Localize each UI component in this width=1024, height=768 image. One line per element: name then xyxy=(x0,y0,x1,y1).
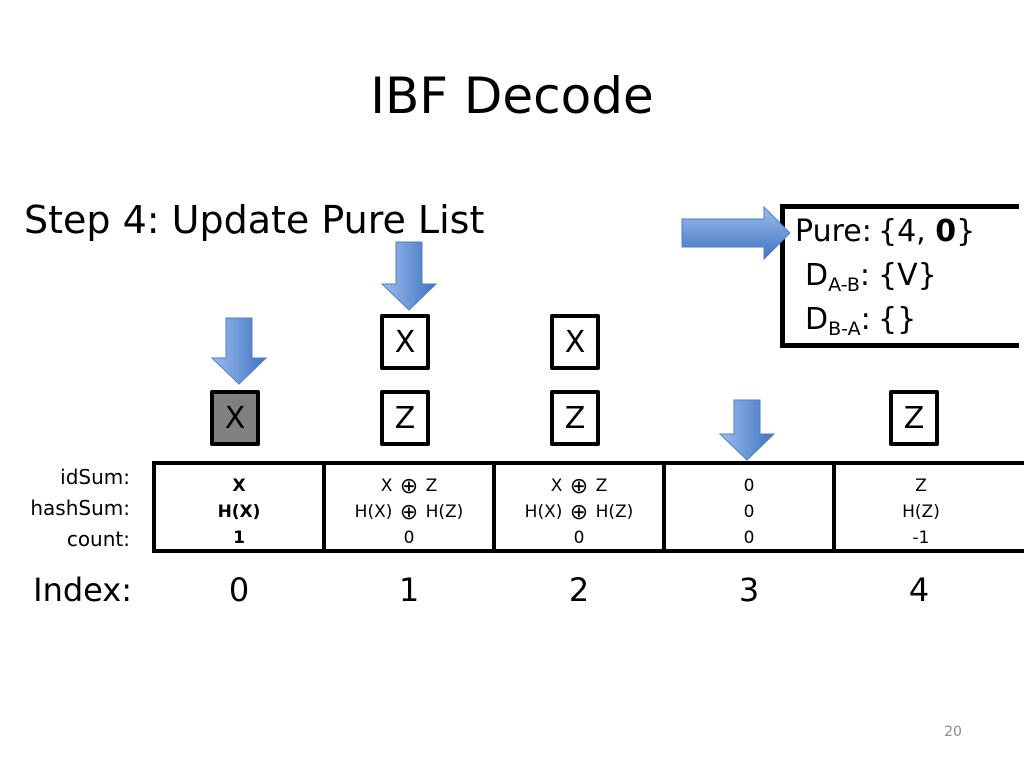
cell-hashsum-b: H(Z) xyxy=(595,502,634,522)
cell-hashsum: 0 xyxy=(743,502,755,522)
cell-idsum: 0 xyxy=(743,476,755,496)
d-b-a-row: DB-A: {} xyxy=(805,301,916,340)
cell-hashsum: H(X) ⊕ H(Z) xyxy=(496,499,662,525)
cell-idsum-a: X xyxy=(550,476,563,496)
down-arrow-icon xyxy=(718,399,776,461)
index-value: 3 xyxy=(738,571,760,609)
cell-count: 0 xyxy=(743,528,755,548)
cell-idsum-a: X xyxy=(380,476,393,496)
element-box: X xyxy=(380,314,430,370)
cell-hashsum: H(Z) xyxy=(902,502,940,522)
cell-count: 1 xyxy=(233,528,245,548)
xor-operator: ⊕ xyxy=(399,500,419,525)
xor-operator: ⊕ xyxy=(569,474,589,499)
ibf-cell-0: X H(X) 1 xyxy=(156,465,326,549)
pure-row: Pure: {4, 0} xyxy=(795,213,975,251)
down-arrow-icon xyxy=(210,317,268,385)
d-a-b-sub: A-B xyxy=(828,274,860,296)
cell-hashsum-b: H(Z) xyxy=(425,502,464,522)
ibf-cell-2: X ⊕ Z H(X) ⊕ H(Z) 0 xyxy=(496,465,666,549)
page-number: 20 xyxy=(944,724,962,740)
pure-list-box: Pure: {4, 0} DA-B: {V} DB-A: {} xyxy=(780,204,1019,348)
d-a-b-label: DA-B: xyxy=(805,258,871,296)
ibf-cell-3: 0 0 0 xyxy=(666,465,836,549)
element-box: Z xyxy=(889,390,939,446)
step-heading: Step 4: Update Pure List xyxy=(24,198,485,242)
pure-value-prefix: {4, xyxy=(878,214,936,249)
d-a-b-sep: : xyxy=(859,258,871,293)
ibf-cell-4: Z H(Z) -1 xyxy=(836,465,1006,549)
d-b-a-value: {} xyxy=(878,302,917,337)
index-value: 0 xyxy=(228,571,250,609)
cell-hashsum-a: H(X) xyxy=(354,502,393,522)
cell-count: 0 xyxy=(403,528,415,548)
pure-value-bold: 0 xyxy=(935,214,957,249)
count-label: count: xyxy=(66,527,130,551)
pure-value-suffix: } xyxy=(956,214,976,249)
xor-operator: ⊕ xyxy=(399,474,419,499)
d-a-b-base: D xyxy=(805,258,829,293)
slide-title: IBF Decode xyxy=(370,67,654,125)
idsum-label: idSum: xyxy=(60,465,130,489)
ibf-table: X H(X) 1 X ⊕ Z H(X) ⊕ H(Z) 0 X ⊕ Z H(X) … xyxy=(152,461,1024,553)
cell-idsum-b: Z xyxy=(595,476,608,496)
pure-label: Pure: xyxy=(795,214,872,249)
d-a-b-row: DA-B: {V} xyxy=(805,257,937,296)
index-value: 2 xyxy=(568,571,590,609)
right-arrow-icon xyxy=(681,205,791,261)
element-box: Z xyxy=(380,390,430,446)
cell-hashsum: H(X) ⊕ H(Z) xyxy=(326,499,492,525)
cell-hashsum-a: H(X) xyxy=(524,502,563,522)
d-b-a-base: D xyxy=(805,302,829,337)
element-box: Z xyxy=(550,390,600,446)
cell-idsum-b: Z xyxy=(425,476,438,496)
index-value: 1 xyxy=(398,571,420,609)
cell-idsum: Z xyxy=(915,476,927,496)
d-b-a-sub: B-A xyxy=(828,318,861,340)
cell-hashsum: H(X) xyxy=(217,502,261,522)
d-b-a-label: DB-A: xyxy=(805,302,871,340)
index-value: 4 xyxy=(908,571,930,609)
xor-operator: ⊕ xyxy=(569,500,589,525)
cell-count: 0 xyxy=(573,528,585,548)
element-box: X xyxy=(550,314,600,370)
cell-idsum: X ⊕ Z xyxy=(496,473,662,499)
pure-value: {4, 0} xyxy=(878,213,975,251)
down-arrow-icon xyxy=(380,241,438,311)
index-label: Index: xyxy=(33,571,132,609)
d-a-b-value: {V} xyxy=(878,258,937,293)
ibf-cell-1: X ⊕ Z H(X) ⊕ H(Z) 0 xyxy=(326,465,496,549)
element-box-highlighted: X xyxy=(210,390,260,446)
hashsum-label: hashSum: xyxy=(30,496,130,520)
cell-idsum: X ⊕ Z xyxy=(326,473,492,499)
cell-idsum: X xyxy=(232,476,246,496)
d-b-a-sep: : xyxy=(860,302,871,337)
cell-count: -1 xyxy=(912,528,930,548)
